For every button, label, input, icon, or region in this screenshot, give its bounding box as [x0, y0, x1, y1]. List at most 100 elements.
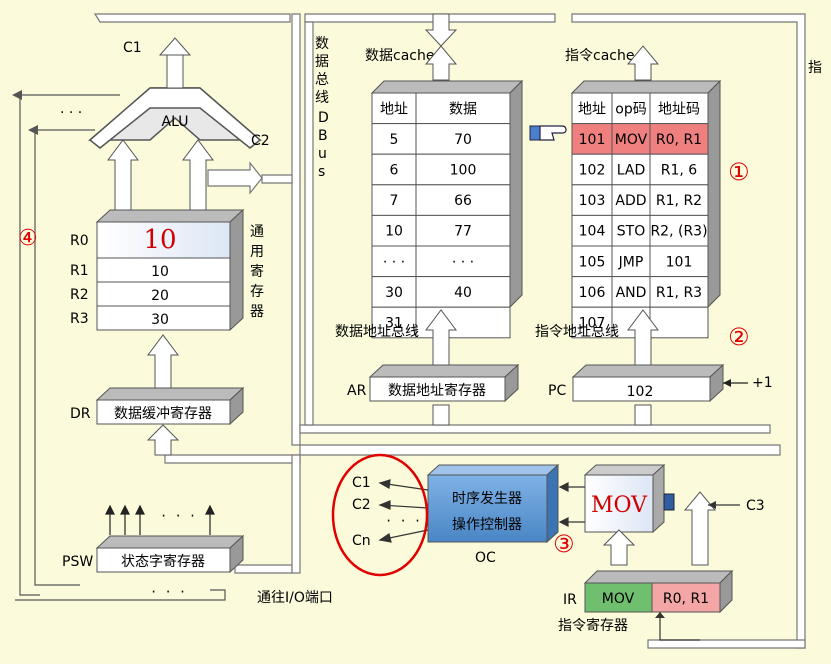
c3-label: C3 — [746, 498, 765, 514]
instr-cache-cell: R1, R2 — [656, 193, 702, 209]
ir-addr: R0, R1 — [663, 591, 709, 607]
feedback-arrow-2 — [28, 125, 38, 135]
instr-cache-row — [571, 276, 709, 308]
pc-inc-arrow — [723, 379, 731, 387]
feedback-arrow-1 — [12, 90, 22, 100]
instr-cache-cell: ADD — [615, 193, 646, 209]
step-4-marker: ④ — [18, 226, 38, 251]
data-cache-cell: 6 — [390, 163, 399, 179]
data-cache-header: 地址 — [380, 101, 408, 117]
ar-label: AR — [347, 383, 367, 399]
instr-cache-cell: R1, R3 — [656, 285, 702, 301]
psw-register: PSW 状态字寄存器 · · · · · · — [62, 504, 245, 599]
gpr-title-1: 用 — [250, 244, 264, 260]
bus-to-ar-pipe — [432, 404, 450, 426]
dr-bus-pipe — [164, 454, 301, 464]
dbus-char-0: 数 — [315, 36, 329, 52]
instr-cache-cell: 107 — [579, 316, 606, 332]
instr-cache-cell: 101 — [666, 254, 693, 270]
data-addr-bus-label: 数据地址总线 — [335, 324, 419, 340]
middle-bus-horizontal — [299, 444, 781, 456]
signal-c1: C1 — [352, 475, 371, 491]
controller-line2: 操作控制器 — [452, 517, 522, 533]
psw-dots-bottom: · · · — [150, 585, 186, 599]
ar-to-cache-arrow — [425, 309, 457, 366]
instr-cache-header: 地址 — [578, 101, 606, 117]
pc-to-cache-arrow — [627, 309, 659, 366]
c1-label: C1 — [123, 40, 142, 56]
feedback-lines — [15, 94, 226, 601]
top-bus-left — [93, 13, 291, 23]
instr-cache-cell: 104 — [579, 224, 606, 240]
data-cache-cell: · · · — [383, 254, 405, 270]
gpr-value-r0: 10 — [143, 225, 176, 255]
data-cache-cell: 66 — [454, 193, 472, 209]
gpr-block: R0 R1 R2 R3 10 10 20 30 通 用 寄 存 器 — [70, 208, 264, 396]
instr-cache-cell: 103 — [579, 193, 606, 209]
data-cache-title: 数据cache — [365, 48, 434, 64]
signal-c2: C2 — [352, 497, 371, 513]
data-cache-cell: 10 — [385, 224, 403, 240]
gpr-title-2: 寄 — [250, 263, 264, 280]
instr-cache-arrow — [626, 45, 660, 81]
data-cache-cell: · · · — [452, 254, 474, 270]
controller-box — [427, 474, 548, 543]
instr-cache-title: 指令cache — [565, 48, 634, 64]
gpr-row-r1 — [96, 257, 231, 283]
signal-cn: Cn — [352, 533, 371, 549]
ir-to-decoder-arrow — [602, 529, 636, 566]
bus-to-pc-pipe — [634, 404, 652, 426]
pc-value: 102 — [627, 384, 654, 400]
instr-cache-cell: LAD — [617, 163, 645, 179]
psw-bus-pipe — [234, 564, 293, 574]
lower-left-bus — [291, 454, 301, 574]
alu-to-dbus-arrow — [207, 161, 263, 195]
data-bus-vertical — [291, 13, 301, 446]
gpr-value-r3: 30 — [151, 312, 169, 328]
data-cache-row — [371, 245, 511, 278]
alu-label: ALU — [162, 114, 189, 130]
instr-cache-cell: AND — [616, 285, 647, 301]
instr-cache-cell: R0, R1 — [656, 132, 702, 148]
data-cache-cell: 30 — [385, 285, 403, 301]
data-cache-cell: 77 — [454, 224, 472, 240]
step-2-marker: ② — [728, 323, 750, 351]
decoder-to-controller-arrows — [558, 482, 585, 527]
gpr-value-r2: 20 — [151, 288, 169, 304]
c2-label: C2 — [251, 133, 270, 149]
ir-op-field — [584, 582, 653, 613]
dbus-inner-vertical — [304, 21, 314, 426]
decoder-op: MOV — [591, 493, 648, 518]
gpr-row-r0 — [96, 221, 231, 259]
control-signal-arrows — [378, 479, 429, 543]
ir-addr-field — [651, 582, 721, 613]
data-cache-cell: 100 — [450, 163, 477, 179]
instr-cache-cell: JMP — [618, 254, 644, 270]
dbus-char-3: 线 — [315, 90, 329, 106]
data-cache-arrow-in — [424, 45, 458, 81]
dr-label: DR — [70, 406, 91, 422]
psw-label: PSW — [62, 554, 93, 570]
gpr-title-0: 通 — [250, 224, 264, 240]
instr-cache-cell: 105 — [579, 254, 606, 270]
pc-register: PC 102 +1 — [548, 363, 773, 426]
bottom-right-bus — [647, 639, 806, 649]
data-cache-row — [371, 184, 511, 216]
instr-cache-cell: STO — [617, 224, 645, 240]
gpr-name-r1: R1 — [70, 263, 89, 279]
instr-cache-cell: R1, 6 — [661, 163, 698, 179]
controller-line1: 时序发生器 — [452, 491, 522, 507]
alu-dots: · · · — [60, 105, 82, 121]
data-cache-cell: 7 — [390, 193, 399, 209]
data-cache-cell: 31 — [385, 316, 403, 332]
dr-register: DR 数据缓冲寄存器 — [70, 386, 245, 456]
data-cache-cell: 5 — [390, 132, 399, 148]
dbus-char-4: D — [318, 110, 329, 126]
dbus-char-5: B — [318, 128, 328, 144]
instr-cache-row — [571, 245, 709, 278]
ir-register: IR MOV R0, R1 指令寄存器 — [558, 569, 734, 641]
instr-cache-cell: 106 — [579, 285, 606, 301]
bus-system — [93, 13, 806, 649]
